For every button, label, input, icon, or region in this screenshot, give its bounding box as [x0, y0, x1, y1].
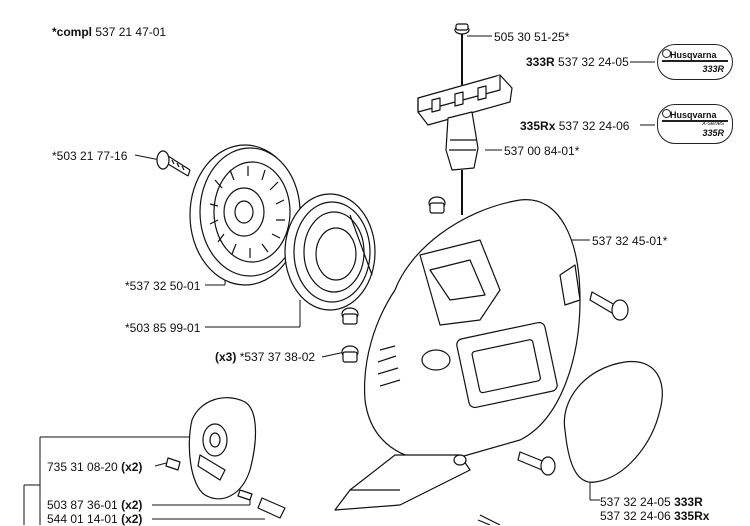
pulley [189, 144, 301, 286]
label-spring2-part: 544 01 14-01 [47, 512, 118, 526]
label-decal-335: 537 32 24-06 335Rx [600, 509, 709, 523]
decal-335-label-model: 335Rx [520, 119, 556, 133]
label-washer-part: 503 87 36-01 [47, 498, 118, 512]
label-washer-count: (x2) [121, 498, 143, 512]
husqvarna-logo-icon [662, 109, 671, 118]
label-handle: 537 00 84-01* [504, 144, 580, 158]
decal-badge-model: 333R [702, 64, 724, 74]
decal-335-label: 335Rx 537 32 24-06 [520, 119, 629, 133]
rope-pin [454, 23, 470, 35]
starter-housing [334, 199, 581, 511]
label-spring2: 544 01 14-01 (x2) [47, 512, 142, 526]
decal-badge-brand: Husqvarna [670, 110, 717, 120]
decal-badge-series: X-series [701, 121, 724, 127]
recoil-spring [284, 193, 376, 311]
label-decal-333: 537 32 24-05 333R [600, 495, 703, 509]
assembly-header-part: 537 21 47-01 [95, 25, 167, 39]
label-pawl: 735 31 08-20 (x2) [47, 460, 142, 474]
label-pulley: *537 32 50-01 [125, 279, 201, 293]
decal-badge-rule [662, 60, 728, 62]
label-screw-part: *537 37 38-02 [239, 350, 316, 364]
label-pulley-screw: *503 21 77-16 [52, 149, 128, 163]
label-housing: 537 32 45-01* [592, 234, 668, 248]
label-pawl-count: (x2) [121, 460, 143, 474]
decal-badge-333r: Husqvarna 333R [657, 44, 733, 80]
label-spring2-count: (x2) [121, 512, 143, 526]
label-decal-335-part: 537 32 24-06 [600, 509, 671, 523]
pulley-screw [156, 150, 191, 177]
starter-handle [417, 74, 513, 171]
decal-333-label-model: 333R [526, 55, 555, 69]
label-rope-pin: 505 30 51-25* [494, 30, 570, 44]
assembly-header: *compl 537 21 47-01 [52, 25, 166, 39]
label-decal-333-model: 333R [674, 495, 703, 509]
decal-333-label: 333R 537 32 24-05 [526, 55, 629, 69]
label-washer: 503 87 36-01 (x2) [47, 498, 142, 512]
label-pawl-part: 735 31 08-20 [47, 460, 118, 474]
label-spring: *503 85 99-01 [125, 321, 201, 335]
label-screw-count: (x3) [215, 350, 237, 364]
decal-335-label-part: 537 32 24-06 [558, 119, 630, 133]
decal-badge-rule [662, 120, 728, 122]
decal-badge-335r: Husqvarna X-series 335R [657, 104, 733, 144]
label-decal-335-model: 335Rx [674, 509, 710, 523]
decal-333-label-part: 537 32 24-05 [558, 55, 629, 69]
label-decal-333-part: 537 32 24-05 [600, 495, 671, 509]
label-screw: (x3) *537 37 38-02 [215, 350, 315, 364]
decal-badge-model: 335R [702, 128, 724, 138]
decal-plate [563, 360, 663, 483]
assembly-header-prefix: *compl [52, 25, 93, 39]
husqvarna-logo-icon [662, 49, 671, 58]
decal-badge-brand: Husqvarna [670, 50, 717, 60]
housing-screws [341, 196, 629, 525]
pawl-assembly [165, 397, 286, 519]
